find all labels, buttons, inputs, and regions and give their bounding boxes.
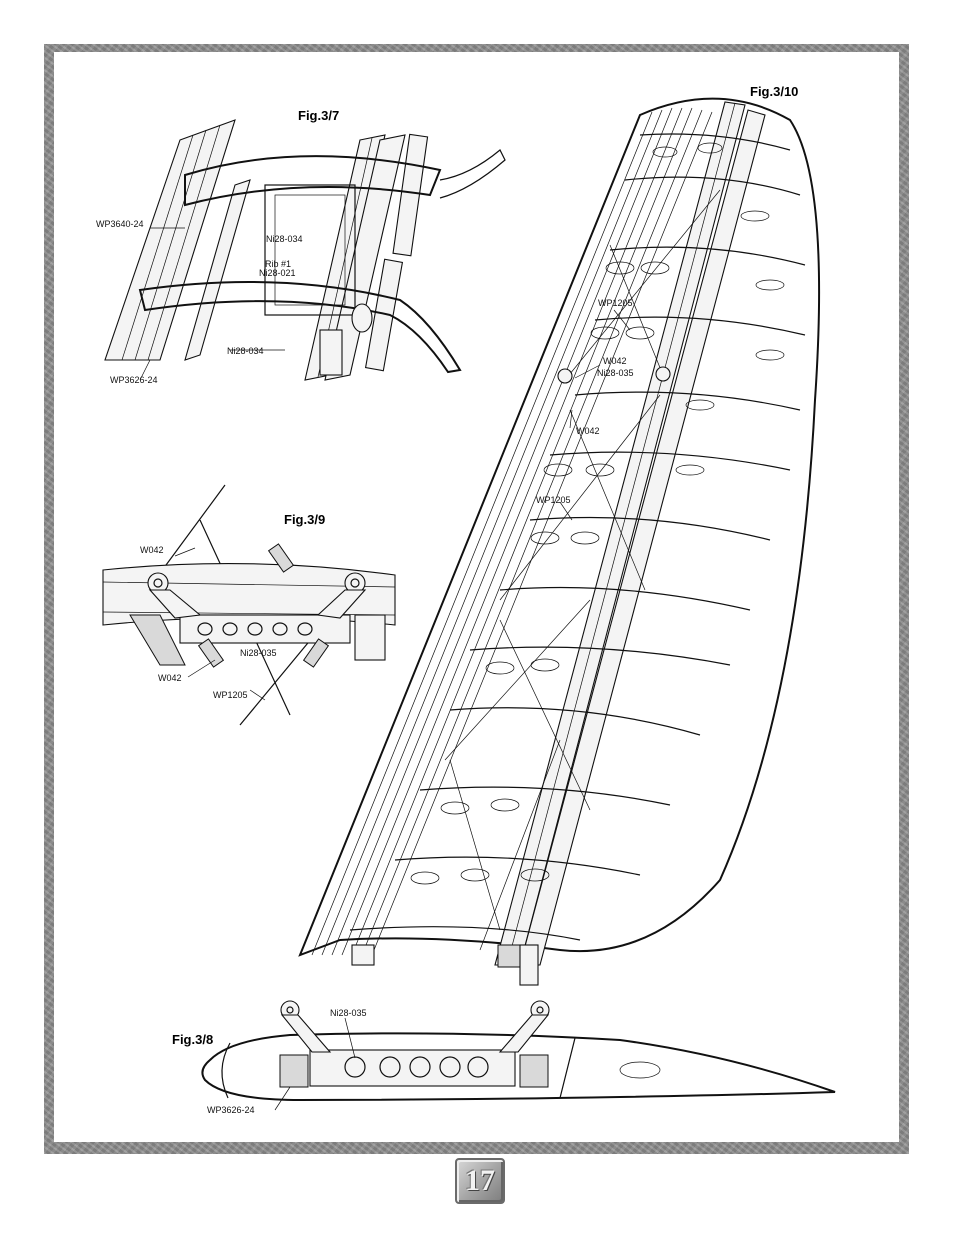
label-w042-a: W042 [603,356,627,366]
fig-3-8-title: Fig.3/8 [172,1032,213,1047]
turnbuckle-a [197,638,225,668]
label-rib-1: Rib #1 [265,259,291,269]
wing-fitting-right [655,366,671,382]
brace-wire-a [154,484,226,581]
label-w042-bottom: W042 [158,673,182,683]
profile-bracket-left [280,1014,332,1053]
label-ni28-035-wing: Ni28-035 [597,368,634,378]
label-wp3626-24: WP3626-24 [110,375,158,385]
fig-3-7-title: Fig.3/7 [298,108,339,123]
fig-3-8: Fig.3/8 Ni28-035 WP3626-24 [172,1000,836,1115]
fig-3-9-block-right [354,614,386,661]
profile-spar-rear [519,1054,549,1088]
fig-3-9-title: Fig.3/9 [284,512,325,527]
wing-fitting-left [557,368,573,384]
label-w042-top: W042 [140,545,164,555]
root-dowel [519,944,539,986]
airfoil-profile [201,1032,836,1102]
turnbuckle-b [302,638,330,668]
label-ni28-034-bottom: Ni28-034 [227,346,264,356]
fig-3-9-block-left [129,614,186,666]
label-wp3640-24: WP3640-24 [96,219,144,229]
label-w042-b: W042 [576,426,600,436]
label-wp1205-mid: WP1205 [536,495,571,505]
label-ni28-035: Ni28-035 [240,648,277,658]
fig-3-10-title: Fig.3/10 [750,84,798,99]
dowel-top [392,133,429,257]
fig-3-7-frame-outer [264,184,356,316]
fig-3-7-top-rib [184,155,442,207]
fig-3-7-tail [439,149,506,199]
spar-front [494,101,746,966]
fig-3-9-lightening-holes [197,622,313,636]
leading-spar-outer [104,119,236,361]
profile-rib [309,1049,516,1087]
bracket-right [316,589,367,619]
label-ni28-021: Ni28-021 [259,268,296,278]
fig-3-7: Fig.3/7 WP3640-24 Ni28-034 [96,108,506,385]
label-ni28-034-top: Ni28-034 [266,234,303,244]
fig-3-7-bottom-rib [138,281,462,374]
fig-3-7-frame-inner [274,194,346,306]
wing-bracing-wires [444,189,721,951]
label-wp1205-top: WP1205 [598,298,633,308]
fig-3-7-block [319,329,343,376]
aileron-hole [619,1061,661,1079]
label-wp3626-24-profile: WP3626-24 [207,1105,255,1115]
aileron-hinge-line [559,1037,576,1099]
root-block-a [351,944,375,966]
turnbuckle-c [267,543,295,573]
fig-3-10: Fig.3/10 [298,84,821,986]
spar-rear [519,109,766,966]
leading-edge-planks [311,107,713,956]
spar-inner-c [324,134,406,381]
profile-spar-front [279,1054,309,1088]
label-ni28-035-profile: Ni28-035 [330,1008,367,1018]
profile-bracket-right [498,1014,550,1053]
fig-3-9-rib [179,614,351,644]
page-number-badge: 17 [455,1158,505,1204]
fig-3-7-dowel-end [351,303,373,333]
spar-inner-a [184,179,251,361]
root-block-b [497,944,521,968]
nose-line [221,1042,231,1099]
wing-ribs [349,133,806,941]
profile-lightening-holes [344,1056,489,1078]
fig-3-9: Fig.3/9 [102,484,396,726]
rib-lightening-holes [410,142,785,885]
bracket-left [148,589,202,619]
label-wp1205: WP1205 [213,690,248,700]
